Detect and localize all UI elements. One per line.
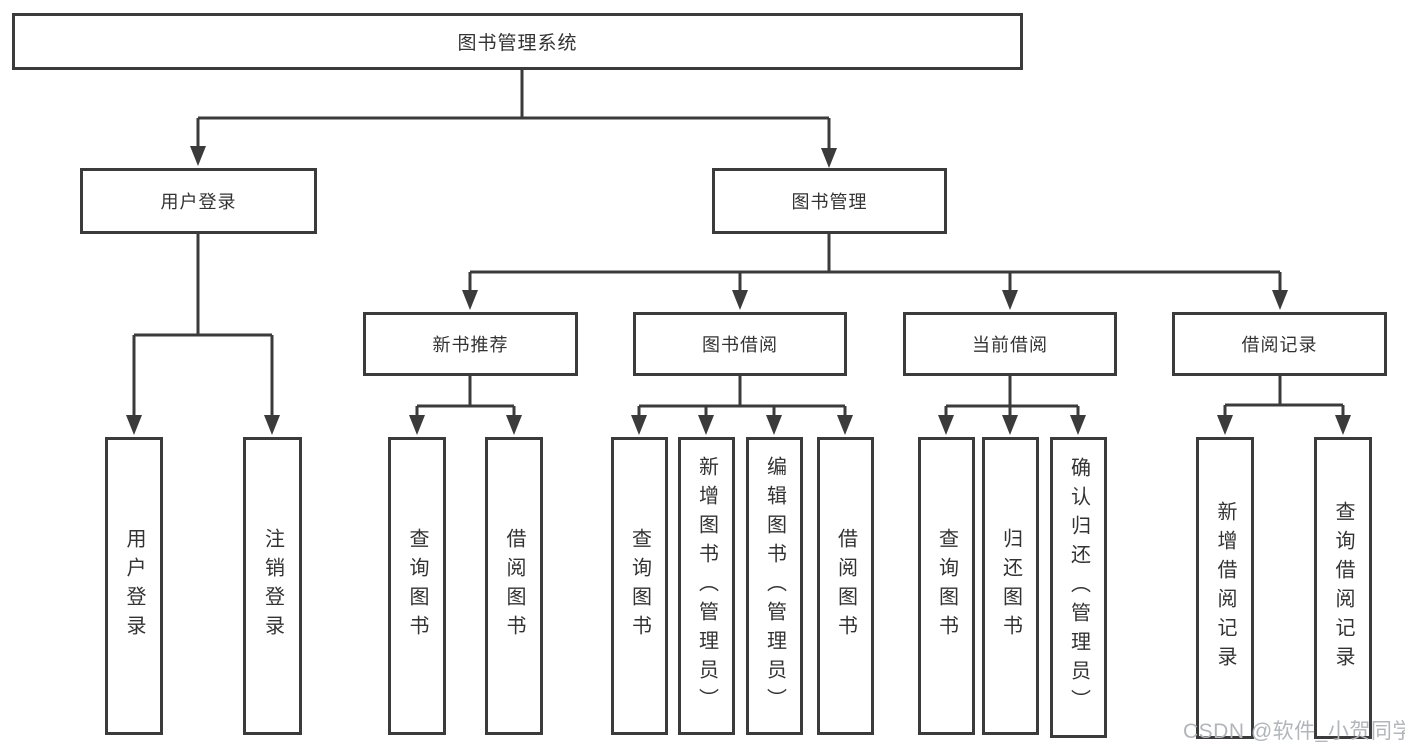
node-label: 查询图书 — [935, 528, 958, 644]
leaf-query-borrow-record: 查询借阅记录 — [1314, 437, 1372, 739]
node-label: 图书管理系统 — [457, 33, 578, 54]
node-library-management-system: 图书管理系统 — [12, 13, 1023, 70]
node-label: 图书管理 — [791, 192, 868, 212]
leaf-user-login: 用户登录 — [105, 437, 163, 735]
node-label: 查询图书 — [406, 528, 428, 644]
leaf-logout: 注销登录 — [243, 437, 302, 735]
leaf-borrow-books: 借阅图书 — [817, 437, 874, 735]
node-label: 归还图书 — [999, 528, 1022, 644]
node-label: 借阅图书 — [834, 528, 857, 644]
connector-shafts — [132, 70, 1345, 419]
leaf-add-book-admin: 新增图书（管理员） — [678, 437, 735, 735]
node-label: 查询图书 — [628, 528, 651, 644]
node-label: 编辑图书（管理员） — [763, 455, 786, 717]
leaf-query-books-current: 查询图书 — [918, 437, 975, 735]
node-book-management: 图书管理 — [712, 168, 947, 234]
leaf-return-book: 归还图书 — [982, 437, 1039, 735]
node-label: 查询借阅记录 — [1332, 501, 1354, 675]
node-book-borrow: 图书借阅 — [633, 312, 847, 376]
node-label: 图书借阅 — [702, 335, 778, 355]
node-label: 新增图书（管理员） — [695, 455, 718, 717]
node-new-book-recommend: 新书推荐 — [363, 312, 578, 376]
watermark: CSDN @软件_小贺同学 — [1183, 720, 1405, 743]
leaf-confirm-return-admin: 确认归还（管理员） — [1050, 437, 1107, 738]
leaf-query-books-borrow: 查询图书 — [611, 437, 668, 735]
leaf-edit-book-admin: 编辑图书（管理员） — [746, 437, 803, 735]
node-label: 新书推荐 — [432, 335, 509, 355]
leaf-borrow-books-recommend: 借阅图书 — [485, 437, 543, 735]
node-label: 注销登录 — [261, 528, 284, 644]
node-label: 确认归还（管理员） — [1067, 457, 1090, 718]
leaf-add-borrow-record: 新增借阅记录 — [1196, 437, 1254, 739]
node-label: 借阅记录 — [1241, 335, 1318, 355]
node-label: 借阅图书 — [503, 528, 525, 644]
node-borrow-records: 借阅记录 — [1172, 312, 1387, 376]
node-label: 新增借阅记录 — [1214, 501, 1236, 675]
arrowheads — [126, 146, 1351, 435]
node-label: 当前借阅 — [972, 335, 1048, 355]
node-label: 用户登录 — [123, 528, 145, 644]
leaf-query-books-recommend: 查询图书 — [388, 437, 446, 735]
node-user-login: 用户登录 — [80, 168, 317, 234]
node-label: 用户登录 — [160, 192, 237, 212]
node-current-borrow: 当前借阅 — [903, 312, 1117, 376]
